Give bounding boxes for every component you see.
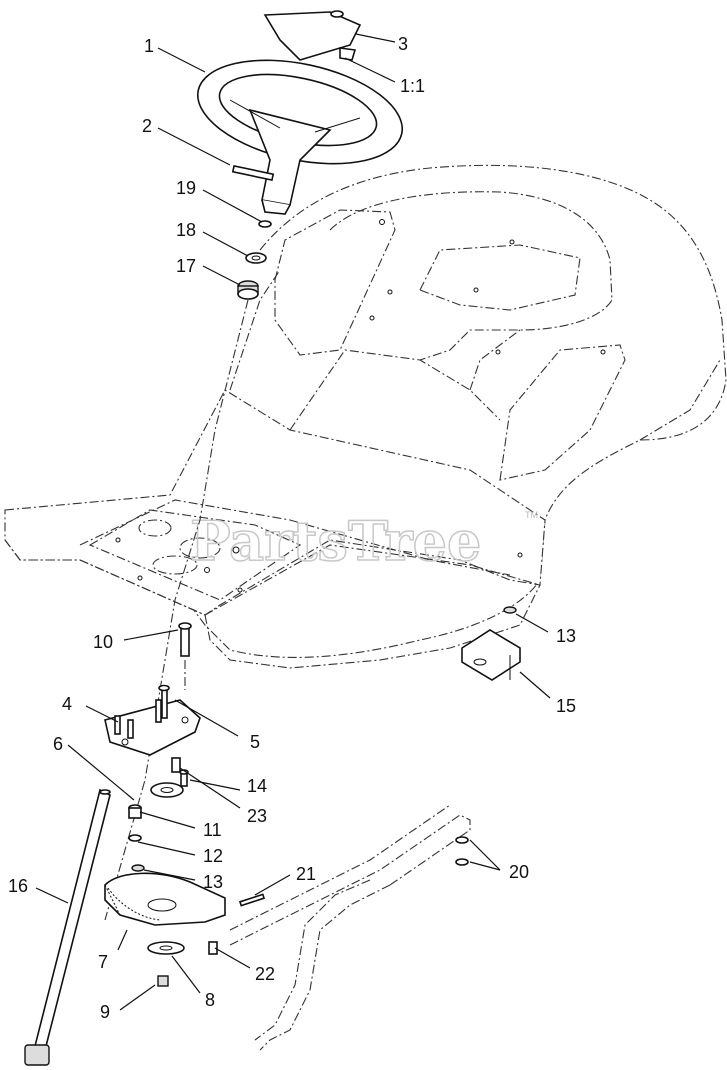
callout-8: 8	[205, 990, 215, 1010]
steering-wheel-cap	[263, 10, 362, 61]
callout-3: 3	[398, 34, 408, 54]
watermark: PartsTree TM	[189, 508, 538, 574]
watermark-trademark: TM	[525, 510, 538, 520]
callout-7: 7	[98, 952, 108, 972]
callout-16: 16	[8, 876, 28, 896]
clip-19	[258, 220, 272, 228]
bolt-22	[208, 941, 218, 955]
bushing-23	[171, 757, 181, 773]
drag-link-outline	[229, 804, 471, 1051]
pin-21	[238, 893, 266, 907]
bushing-17	[237, 280, 259, 300]
callout-1: 1	[144, 36, 154, 56]
nut-13	[131, 864, 145, 872]
washer-6	[150, 782, 184, 798]
mounting-bracket-4	[104, 684, 201, 756]
nut-13-upper	[503, 606, 517, 614]
callout-23: 23	[247, 806, 267, 826]
leader-lines	[35, 33, 551, 1011]
callout-18: 18	[176, 220, 196, 240]
spacer-11	[128, 804, 142, 819]
callout-5: 5	[250, 732, 260, 752]
callout-20: 20	[509, 862, 529, 882]
callout-12: 12	[203, 846, 223, 866]
callout-17: 17	[176, 256, 196, 276]
watermark-text: PartsTree	[190, 509, 481, 573]
callout-9: 9	[100, 1002, 110, 1022]
bolt-10	[178, 622, 192, 657]
nut-9	[157, 975, 169, 987]
callout-10: 10	[93, 632, 113, 652]
callout-13-lower: 13	[203, 872, 223, 892]
callout-19: 19	[176, 178, 196, 198]
callout-4: 4	[62, 694, 72, 714]
callout-1-1: 1:1	[400, 76, 425, 96]
steering-shaft-16	[24, 788, 111, 1066]
washer-12	[128, 834, 142, 842]
bracket-15	[461, 629, 521, 681]
callout-11: 11	[203, 820, 222, 840]
callout-21: 21	[296, 864, 316, 884]
washer-8	[147, 941, 185, 955]
callout-13-upper: 13	[556, 626, 576, 646]
body-panel-outline	[4, 164, 727, 669]
callout-22: 22	[255, 964, 275, 984]
steering-gear-7	[104, 872, 226, 926]
callout-labels: 1 3 1:1 2 19 18 17 10 13 15 4 5 6 14 23 …	[8, 34, 576, 1022]
callout-14: 14	[247, 776, 267, 796]
shaft-centerline	[104, 299, 249, 921]
steering-wheel	[196, 59, 404, 215]
washers-20	[455, 836, 469, 866]
washer-18	[245, 252, 267, 264]
callout-6: 6	[53, 734, 63, 754]
callout-15: 15	[556, 696, 576, 716]
roll-pin	[231, 164, 275, 182]
callout-2: 2	[142, 116, 152, 136]
